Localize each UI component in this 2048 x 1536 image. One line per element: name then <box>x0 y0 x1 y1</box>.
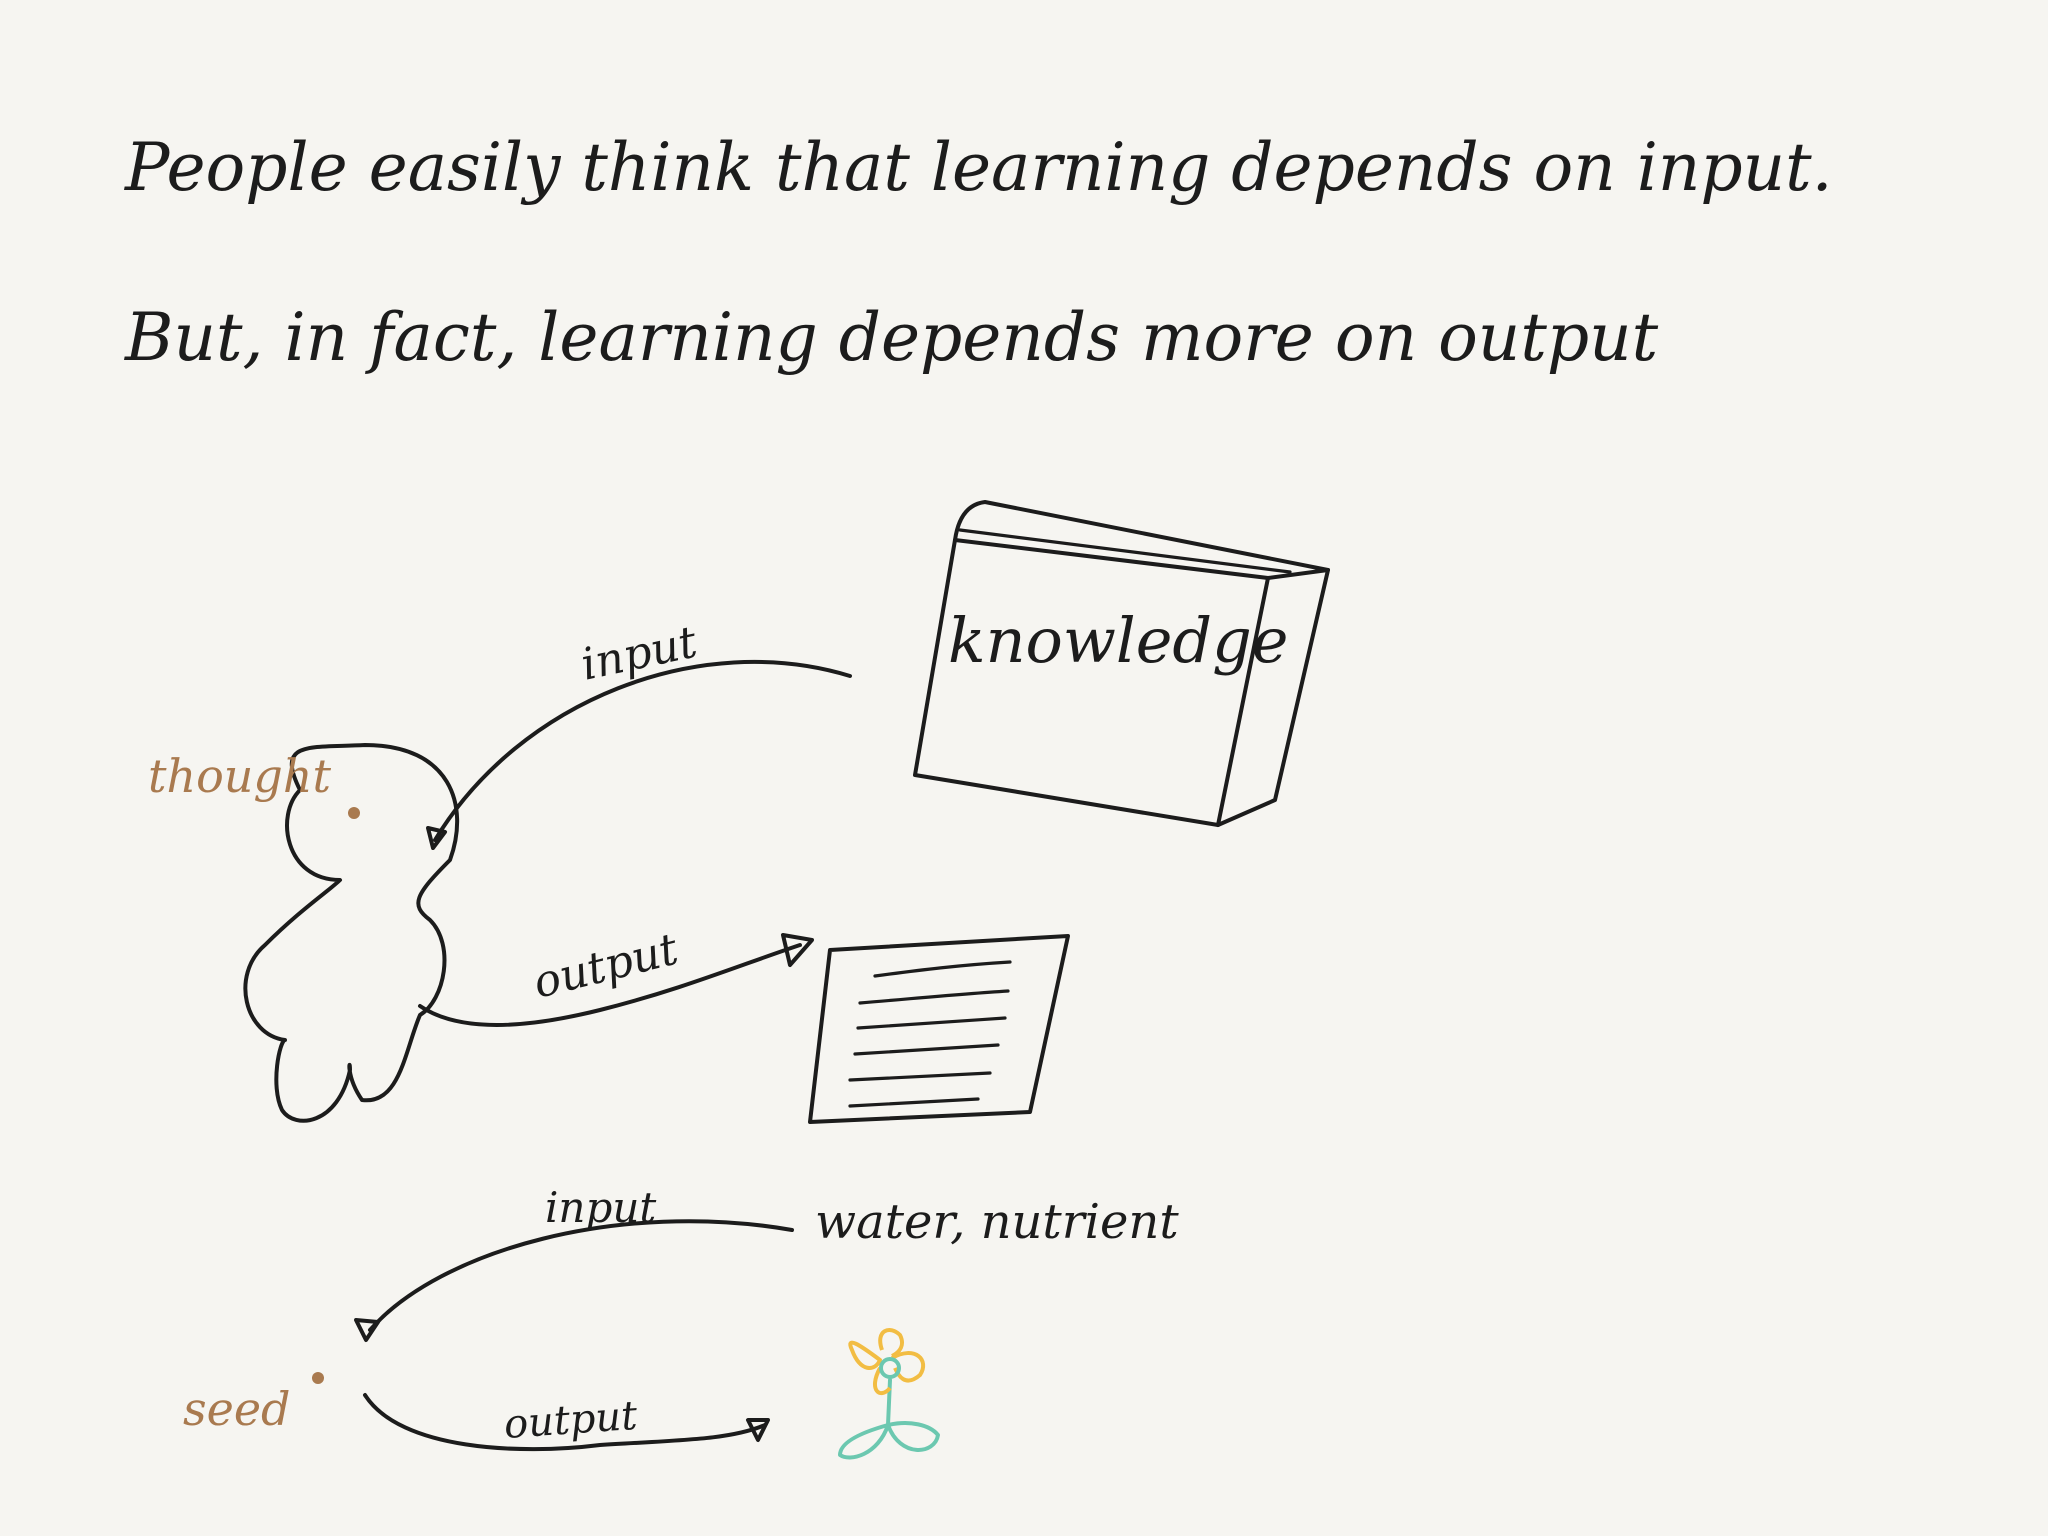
output-arrow-flower: output <box>363 1393 770 1452</box>
seed-dot <box>312 1372 324 1384</box>
knowledge-label: knowledge <box>948 604 1289 677</box>
input-label-top: input <box>577 617 702 691</box>
written-paper <box>808 934 1070 1124</box>
thought-label: thought <box>148 749 332 803</box>
output-label-bottom: output <box>502 1393 639 1448</box>
person-figure <box>243 743 459 1123</box>
output-arrow-paper: output <box>418 924 814 1027</box>
water-nutrient-label: water, nutrient <box>815 1194 1179 1250</box>
headline-line-1: People easily think that learning depend… <box>124 129 1833 206</box>
thought-dot <box>348 807 360 819</box>
knowledge-box: knowledge <box>913 500 1330 827</box>
headline-line-2: But, in fact, learning depends more on o… <box>124 299 1659 376</box>
flower-icon <box>838 1328 940 1460</box>
input-arrow-seed: input <box>354 1183 794 1342</box>
input-label-bottom: input <box>545 1183 656 1232</box>
seed-label: seed <box>183 1382 291 1436</box>
output-label-top: output <box>528 924 683 1009</box>
input-arrow-knowledge: input <box>426 617 852 850</box>
